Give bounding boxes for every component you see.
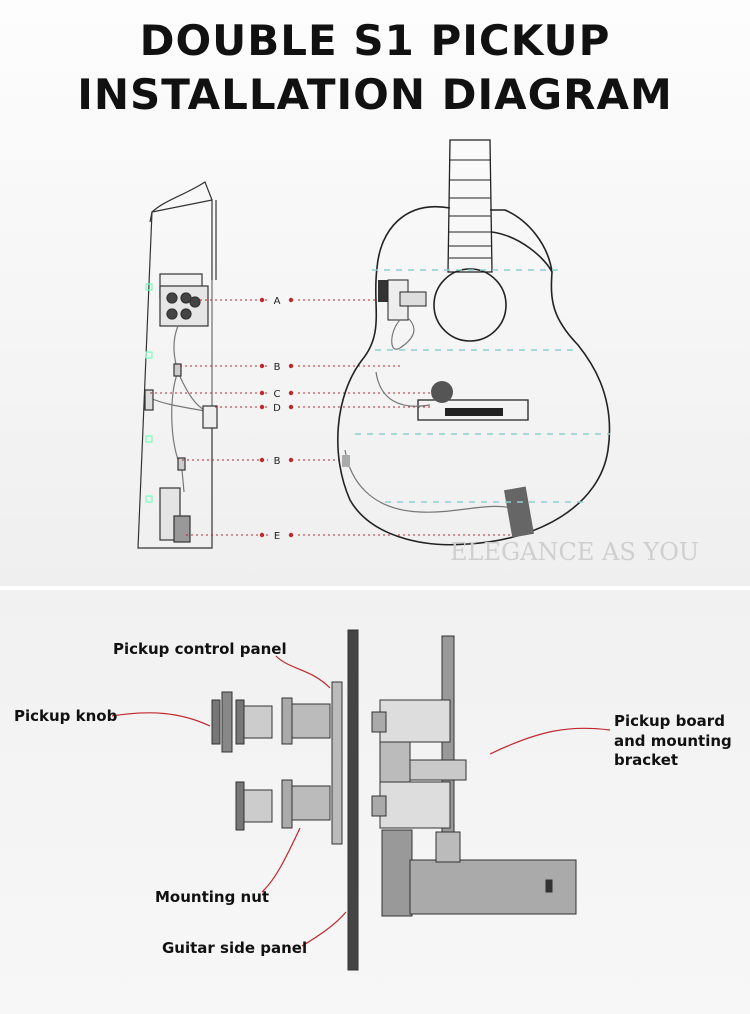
- guitar-side-view: [137, 181, 218, 549]
- callout-control-panel: Pickup control panel: [113, 640, 287, 658]
- guitar-front-view: [337, 139, 611, 546]
- callout-leaders: [111, 655, 611, 947]
- marker-b-upper: B: [274, 362, 281, 373]
- title-line-2: INSTALLATION DIAGRAM: [77, 70, 673, 119]
- marker-c: C: [274, 389, 281, 400]
- callout-board-line-2: and mounting: [614, 732, 732, 750]
- exploded-view: [211, 629, 577, 971]
- marker-labels: A B C D B E: [273, 296, 281, 542]
- side-panel-bar: [347, 629, 359, 971]
- callout-mounting-nut: Mounting nut: [155, 888, 269, 906]
- marker-d: D: [273, 403, 281, 414]
- top-panel: [0, 0, 750, 586]
- callout-pickup-knob: Pickup knob: [14, 707, 118, 725]
- callout-side-panel: Guitar side panel: [162, 939, 307, 957]
- title-line-1: DOUBLE S1 PICKUP: [139, 16, 611, 65]
- marker-a: A: [274, 296, 281, 307]
- marker-dots: [259, 297, 294, 538]
- dashed-guides: [355, 269, 610, 503]
- marker-e: E: [274, 531, 280, 542]
- callout-board-line-1: Pickup board: [614, 712, 725, 730]
- callout-board-line-3: bracket: [614, 751, 678, 769]
- marker-b-lower: B: [274, 456, 281, 467]
- watermark: ELEGANCE AS YOU: [450, 538, 699, 566]
